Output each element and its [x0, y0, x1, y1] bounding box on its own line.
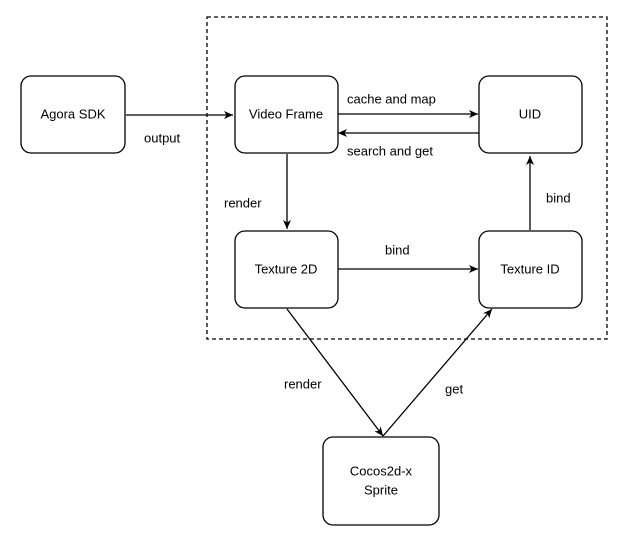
node-video-frame: Video Frame: [234, 75, 339, 154]
edge-label-search-and-get: search and get: [347, 143, 433, 158]
node-cocos-sprite: Cocos2d-x Sprite: [322, 436, 440, 526]
node-label-texture-2d: Texture 2D: [255, 261, 318, 276]
node-label-texture-id: Texture ID: [500, 261, 559, 276]
edge-label-output: output: [144, 130, 181, 145]
edge-label-get: get: [445, 381, 463, 396]
node-label-video-frame: Video Frame: [249, 106, 323, 121]
edge-label-render-diagonal: render: [284, 376, 322, 391]
node-label-uid: UID: [519, 106, 541, 121]
edge-labels: output cache and map search and get rend…: [144, 91, 571, 396]
edge-label-bind-horizontal: bind: [385, 242, 410, 257]
edge-get-diagonal-arrow: [382, 308, 493, 437]
node-texture-2d: Texture 2D: [234, 230, 339, 309]
edges: [126, 110, 534, 437]
node-label-agora-sdk: Agora SDK: [40, 106, 105, 121]
dashed-boundary: [206, 16, 608, 340]
node-uid: UID: [478, 75, 583, 154]
edge-label-bind-up: bind: [546, 190, 571, 205]
node-label-cocos-line1: Cocos2d-x: [350, 463, 413, 478]
node-label-cocos-line2: Sprite: [364, 482, 398, 497]
node-agora-sdk: Agora SDK: [20, 75, 126, 154]
edge-label-cache-and-map: cache and map: [347, 91, 436, 106]
node-texture-id: Texture ID: [478, 230, 583, 309]
edge-label-render-down: render: [224, 195, 262, 210]
edge-render-diagonal-arrow: [286, 308, 384, 437]
